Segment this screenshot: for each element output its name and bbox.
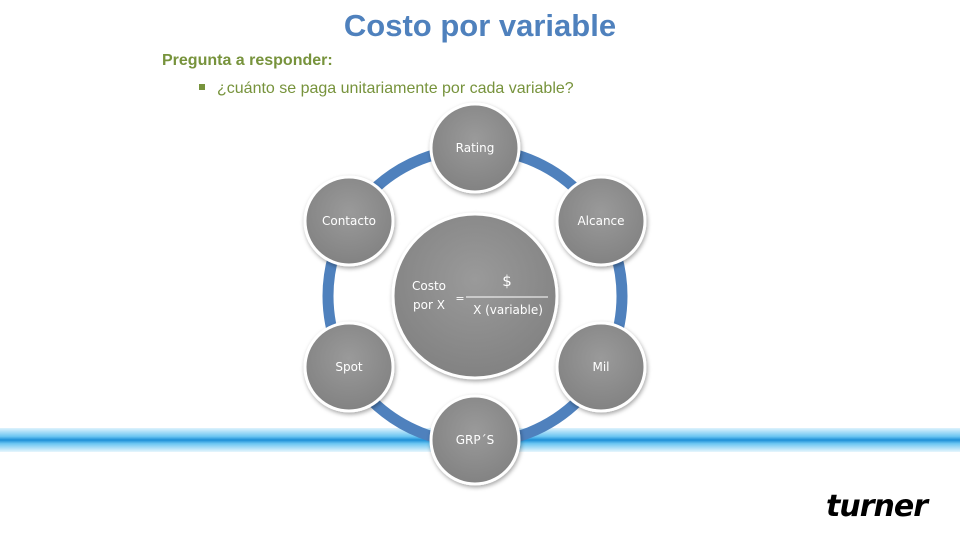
bullet-text: ¿cuánto se paga unitariamente por cada v… — [217, 80, 574, 97]
slide-title: Costo por variable — [343, 8, 617, 43]
center-numerator: $ — [502, 272, 512, 290]
node-rating-label: Rating — [456, 141, 495, 155]
center-equals: = — [455, 292, 464, 305]
center-label-line2: por X — [413, 298, 445, 312]
node-spot: Spot — [303, 321, 395, 413]
node-contacto-label: Contacto — [322, 214, 376, 228]
node-grps-label: GRP´S — [456, 433, 495, 447]
node-spot-label: Spot — [335, 360, 363, 374]
turner-logo: turner — [826, 489, 928, 524]
center-denominator: X (variable) — [473, 303, 543, 317]
node-alcance: Alcance — [555, 175, 647, 267]
bullet-item: ¿cuánto se paga unitariamente por cada v… — [199, 80, 574, 98]
node-contacto: Contacto — [303, 175, 395, 267]
node-mil-label: Mil — [592, 360, 609, 374]
question-heading: Pregunta a responder: — [162, 52, 333, 69]
bullet-square-icon — [199, 83, 205, 90]
node-grps: GRP´S — [429, 394, 521, 486]
node-mil: Mil — [555, 321, 647, 413]
node-alcance-label: Alcance — [577, 214, 624, 228]
center-circle: Costo por X = $ X (variable) — [391, 212, 559, 380]
center-label-line1: Costo — [412, 279, 446, 293]
node-rating: Rating — [429, 102, 521, 194]
